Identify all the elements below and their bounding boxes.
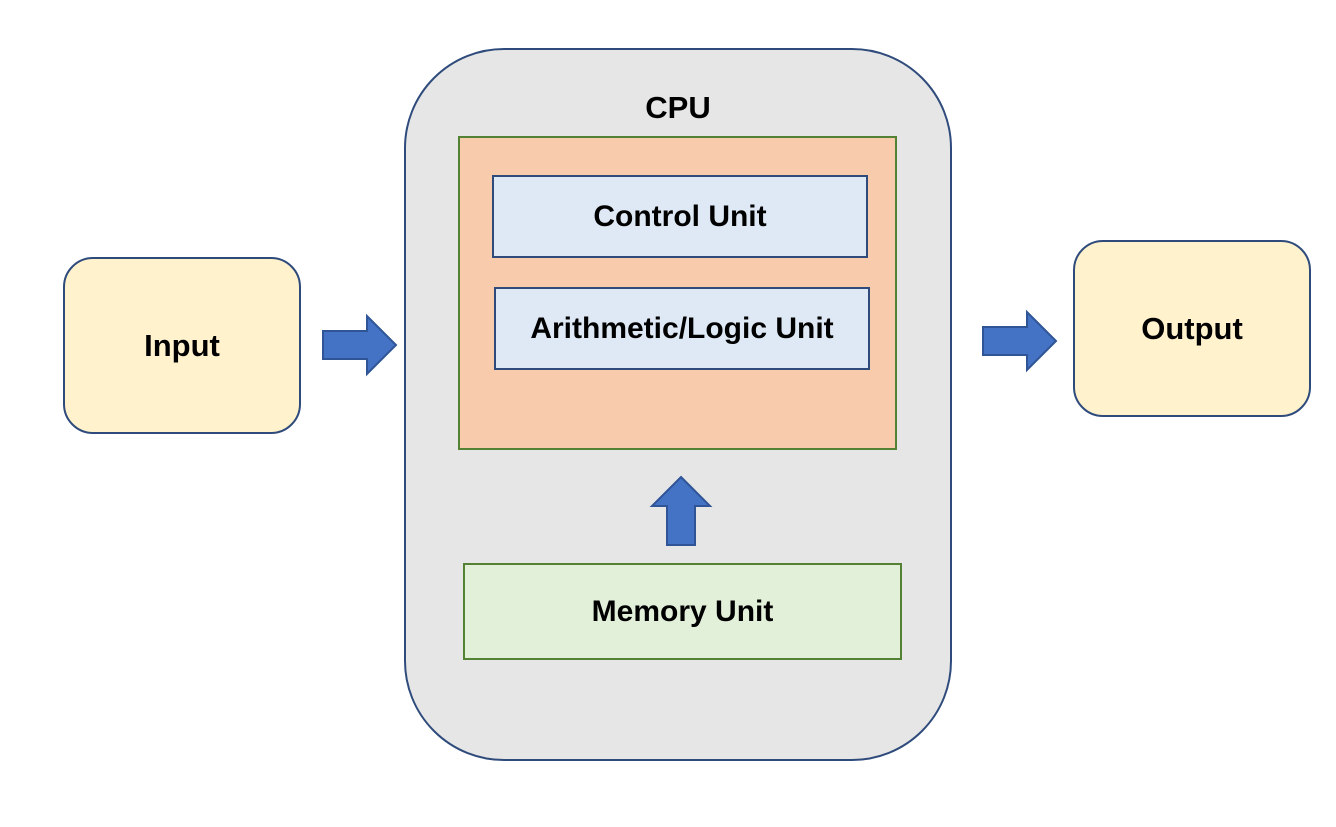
alu-label: Arithmetic/Logic Unit (530, 311, 834, 345)
output-label: Output (1141, 310, 1243, 346)
control-unit-label: Control Unit (593, 199, 767, 233)
memory-to-processor-arrow (649, 475, 713, 546)
input-label: Input (144, 327, 220, 363)
control-unit-box: Control Unit (492, 175, 868, 258)
cpu-to-output-arrow (982, 309, 1058, 373)
memory-unit-box: Memory Unit (463, 563, 902, 660)
memory-unit-label: Memory Unit (591, 594, 774, 628)
input-box: Input (63, 257, 301, 434)
alu-box: Arithmetic/Logic Unit (494, 287, 870, 370)
output-box: Output (1073, 240, 1311, 417)
input-to-cpu-arrow (322, 313, 398, 377)
cpu-title: CPU (645, 90, 711, 125)
